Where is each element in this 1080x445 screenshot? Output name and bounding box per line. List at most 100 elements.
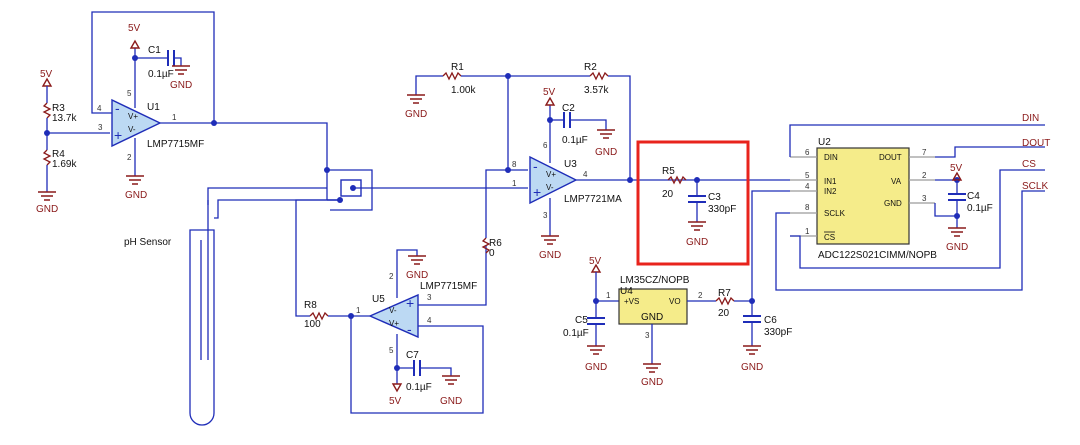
capacitor-c6: C6 330pF <box>743 315 792 338</box>
svg-text:2: 2 <box>698 291 703 300</box>
svg-text:2: 2 <box>922 171 927 180</box>
svg-text:C2: C2 <box>562 103 575 114</box>
ground-c6: GND <box>741 345 763 373</box>
svg-text:GND: GND <box>405 109 427 120</box>
svg-text:GND: GND <box>539 250 561 261</box>
svg-text:20: 20 <box>662 189 674 200</box>
ground-c7: GND <box>440 375 462 407</box>
svg-text:5: 5 <box>805 171 810 180</box>
svg-text:+: + <box>533 184 541 200</box>
svg-text:GND: GND <box>595 147 617 158</box>
svg-text:-: - <box>533 158 538 174</box>
svg-text:4: 4 <box>583 170 588 179</box>
supply-5v-u5: 5V <box>389 383 403 407</box>
svg-text:SCLK: SCLK <box>824 209 846 218</box>
svg-text:V-: V- <box>389 306 397 315</box>
ground-c2: GND <box>595 129 617 158</box>
svg-text:13.7k: 13.7k <box>52 113 77 124</box>
svg-text:CS: CS <box>824 233 835 242</box>
svg-text:20: 20 <box>718 308 730 319</box>
svg-text:R1: R1 <box>451 62 464 73</box>
svg-text:U3: U3 <box>564 159 577 170</box>
ground-u5: GND <box>406 255 428 281</box>
resistor-r2: R2 3.57k <box>584 62 609 96</box>
svg-text:0.1µF: 0.1µF <box>406 382 432 393</box>
capacitor-c2: C2 0.1µF <box>562 103 588 146</box>
svg-text:R8: R8 <box>304 300 317 311</box>
svg-text:V-: V- <box>546 183 554 192</box>
resistor-r5: R5 20 <box>662 166 687 200</box>
svg-text:C4: C4 <box>967 191 980 202</box>
svg-text:1: 1 <box>606 291 611 300</box>
svg-text:5V: 5V <box>543 87 556 98</box>
svg-text:5V: 5V <box>589 256 602 267</box>
svg-text:0: 0 <box>489 248 495 259</box>
svg-text:-: - <box>115 100 120 116</box>
svg-text:0.1µF: 0.1µF <box>563 328 589 339</box>
svg-text:LMP7715MF: LMP7715MF <box>420 281 477 292</box>
svg-text:330pF: 330pF <box>708 204 736 215</box>
adc-u2: DIN IN1 IN2 SCLK CS DOUT VA GND U2 ADC12… <box>805 137 937 261</box>
ph-probe: pH Sensor <box>124 187 340 426</box>
svg-text:V+: V+ <box>546 170 556 179</box>
svg-text:DOUT: DOUT <box>1022 138 1050 149</box>
svg-text:+: + <box>406 295 414 311</box>
svg-text:R7: R7 <box>718 288 731 299</box>
svg-text:4: 4 <box>97 104 102 113</box>
svg-text:LMP7721MA: LMP7721MA <box>564 194 622 205</box>
resistor-r4: R4 1.69k <box>42 149 77 170</box>
svg-text:-: - <box>407 321 412 337</box>
svg-text:+VS: +VS <box>624 297 639 306</box>
supply-5v-u4: 5V <box>589 256 602 273</box>
capacitor-c1: C1 0.1µF <box>148 45 175 80</box>
svg-text:DIN: DIN <box>1022 113 1039 124</box>
opamp-u5: + - V- V+ U5 LMP7715MF 3 4 2 5 <box>368 272 477 355</box>
svg-text:C1: C1 <box>148 45 161 56</box>
capacitor-c5: C5 0.1µF <box>563 315 605 339</box>
supply-5v-r3: 5V <box>40 69 53 87</box>
ground-u3: GND <box>539 235 561 261</box>
svg-text:GND: GND <box>641 312 663 323</box>
svg-text:5V: 5V <box>128 23 141 34</box>
svg-text:GND: GND <box>125 190 147 201</box>
svg-text:LM35CZ/NOPB: LM35CZ/NOPB <box>620 275 690 286</box>
svg-text:C6: C6 <box>764 315 777 326</box>
svg-text:ADC122S021CIMM/NOPB: ADC122S021CIMM/NOPB <box>818 250 937 261</box>
svg-text:2: 2 <box>389 272 394 281</box>
svg-text:DOUT: DOUT <box>879 153 902 162</box>
ground-u4: GND <box>641 363 663 388</box>
svg-text:GND: GND <box>641 377 663 388</box>
svg-text:R4: R4 <box>52 149 65 160</box>
svg-text:5: 5 <box>389 346 394 355</box>
svg-text:4: 4 <box>805 182 810 191</box>
svg-text:3: 3 <box>543 211 548 220</box>
svg-text:C3: C3 <box>708 192 721 203</box>
resistor-r3: R3 13.7k <box>42 102 77 124</box>
svg-text:U1: U1 <box>147 102 160 113</box>
capacitor-c3: C3 330pF <box>688 192 736 215</box>
ground-c4: GND <box>946 227 968 253</box>
svg-text:7: 7 <box>922 148 927 157</box>
svg-text:IN2: IN2 <box>824 187 837 196</box>
svg-text:1: 1 <box>356 306 361 315</box>
svg-text:V+: V+ <box>389 319 399 328</box>
svg-text:8: 8 <box>805 203 810 212</box>
svg-text:GND: GND <box>686 237 708 248</box>
svg-text:GND: GND <box>440 396 462 407</box>
resistor-r1: R1 1.00k <box>442 62 476 96</box>
svg-text:6: 6 <box>805 148 810 157</box>
svg-text:VA: VA <box>891 177 902 186</box>
svg-text:pH Sensor: pH Sensor <box>124 237 172 248</box>
svg-text:VO: VO <box>669 297 681 306</box>
resistor-r6: R6 0 <box>481 237 502 259</box>
svg-text:5V: 5V <box>950 163 963 174</box>
svg-text:1: 1 <box>172 113 177 122</box>
ground-r4: GND <box>36 191 58 215</box>
svg-text:3: 3 <box>922 194 927 203</box>
svg-text:V+: V+ <box>128 112 138 121</box>
svg-text:GND: GND <box>741 362 763 373</box>
svg-text:0.1µF: 0.1µF <box>967 203 993 214</box>
svg-text:GND: GND <box>170 80 192 91</box>
svg-text:GND: GND <box>946 242 968 253</box>
